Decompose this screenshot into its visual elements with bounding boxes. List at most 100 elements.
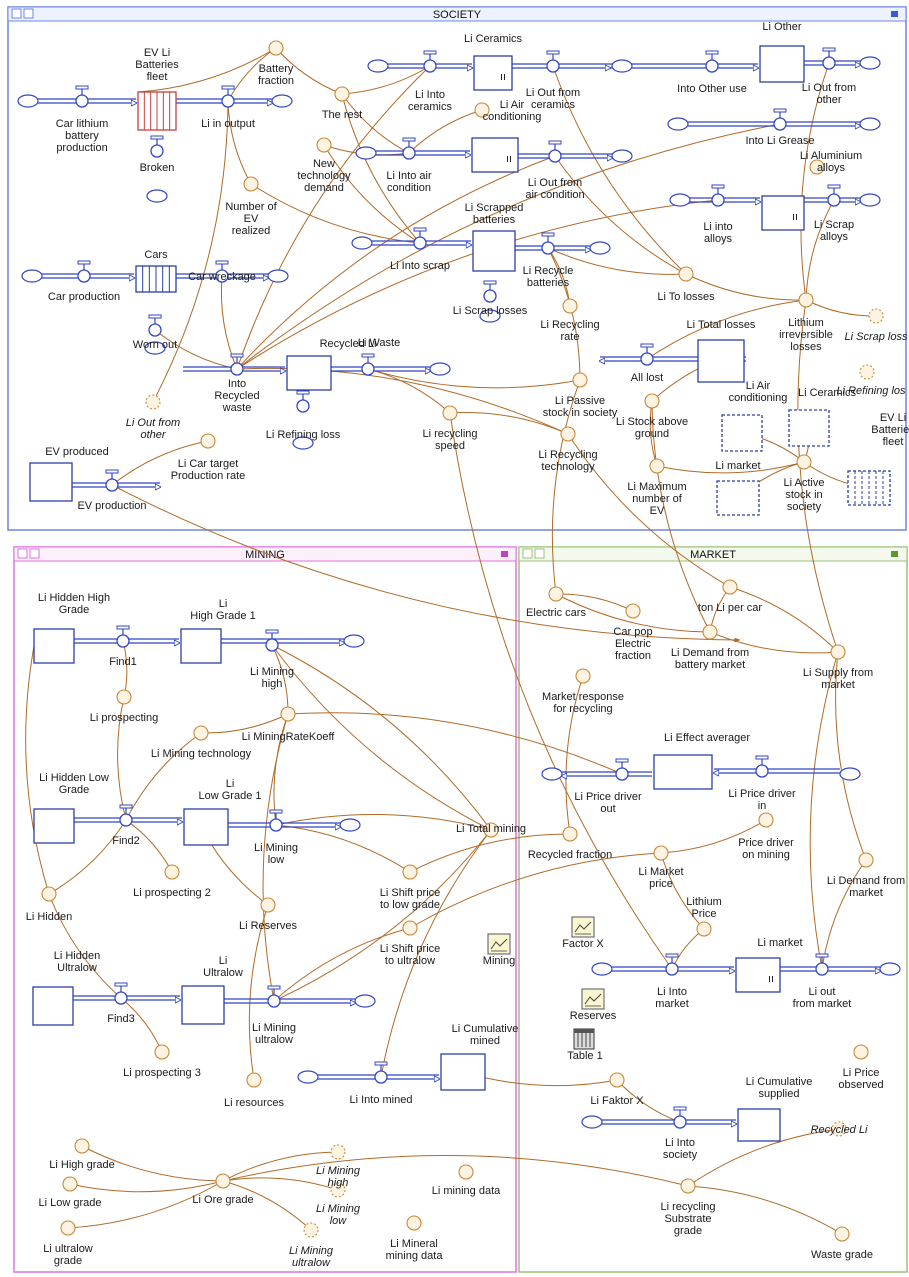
aux-resources[interactable] [246, 1072, 262, 1088]
flow-valve-out-market[interactable] [815, 953, 829, 976]
panel-market[interactable]: MARKET [518, 546, 908, 1273]
flow-valve-out-ceramics[interactable] [546, 50, 560, 73]
aux-faktor-x[interactable] [609, 1072, 625, 1088]
flow-valve-worn-out[interactable] [148, 314, 162, 337]
aux-price-observed[interactable] [853, 1044, 869, 1060]
flow-valve-into-alloys[interactable] [711, 184, 725, 207]
aux-lithium-irrev[interactable] [798, 292, 814, 308]
flow-valve-find3[interactable] [114, 982, 128, 1005]
flow-valve-into-market[interactable] [665, 953, 679, 976]
aux-num-ev[interactable] [243, 176, 259, 192]
aux-demand-battery[interactable] [702, 624, 718, 640]
flow-valve-all-lost[interactable] [640, 343, 654, 366]
flow-valve-into-grease[interactable] [773, 108, 787, 131]
aux-car-target[interactable] [200, 433, 216, 449]
aux-total-mining[interactable] [483, 822, 499, 838]
aux-stock-above[interactable] [644, 393, 660, 409]
aux-market-price[interactable] [653, 845, 669, 861]
stock-li-scrapped[interactable] [472, 230, 516, 272]
aux-ton-li-car[interactable] [722, 579, 738, 595]
flow-valve-refining-loss[interactable] [296, 390, 310, 413]
stock-hidden-high[interactable] [33, 628, 75, 664]
flow-valve-find2[interactable] [119, 804, 133, 827]
flow-valve-out-other[interactable] [822, 47, 836, 70]
stock-cum-supplied[interactable] [737, 1108, 781, 1142]
aux-g-mining-ultra[interactable] [303, 1222, 319, 1238]
flow-valve-recycled-li[interactable] [361, 353, 375, 376]
aux-shift-low[interactable] [402, 864, 418, 880]
panel-society[interactable]: SOCIETY [7, 6, 907, 531]
stock-hidden-ultra[interactable] [32, 986, 74, 1026]
flow-valve-into-other[interactable] [705, 50, 719, 73]
aux-li-to-losses[interactable] [678, 266, 694, 282]
aux-recycling-speed[interactable] [442, 405, 458, 421]
flow-valve-into-aircond[interactable] [402, 137, 416, 160]
stock-low1[interactable] [183, 808, 229, 846]
table1-table-icon[interactable]: Table 1 [567, 1028, 603, 1062]
aux-prospecting2[interactable] [164, 864, 180, 880]
aux-recycled-li-g[interactable] [831, 1121, 847, 1137]
aux-recycling-tech[interactable] [560, 426, 576, 442]
aux-price-on-mining[interactable] [758, 812, 774, 828]
stock-li-ceramics[interactable]: ıı [473, 55, 513, 91]
aux-supply-market[interactable] [830, 644, 846, 660]
aux-market-response[interactable] [575, 668, 591, 684]
aux-car-pop-frac[interactable] [625, 603, 641, 619]
stock-li-air[interactable]: ıı [471, 137, 519, 173]
flow-valve-mining-high[interactable] [265, 629, 279, 652]
flow-valve-mining-ultra[interactable] [267, 985, 281, 1008]
aux-scrap-loss[interactable] [868, 308, 884, 324]
aux-waste-grade[interactable] [834, 1226, 850, 1242]
flow-valve-into-ceramics[interactable] [423, 50, 437, 73]
aux-max-ev[interactable] [649, 458, 665, 474]
aux-prospecting3[interactable] [154, 1044, 170, 1060]
flow-valve-scrap-alloys[interactable] [827, 184, 841, 207]
flow-valve-car-prod[interactable] [77, 260, 91, 283]
flow-valve-out-aircond[interactable] [548, 140, 562, 163]
aux-demand-from-market[interactable] [858, 852, 874, 868]
flow-valve-scrap-losses[interactable] [483, 280, 497, 303]
aux-active-stock[interactable] [796, 454, 812, 470]
stock-ghost-air[interactable] [721, 414, 763, 452]
aux-recycling-substrate[interactable] [680, 1178, 696, 1194]
aux-mining-tech[interactable] [193, 725, 209, 741]
stock-effect-avg[interactable] [653, 754, 713, 790]
stock-li-alloys[interactable]: ıı [761, 195, 805, 231]
flow-valve-price-in[interactable] [755, 755, 769, 778]
factor-x-graph-graph-icon[interactable]: Factor X [562, 916, 604, 950]
aux-mining-data[interactable] [458, 1164, 474, 1180]
flow-valve-price-out[interactable] [615, 758, 629, 781]
stock-ultralow[interactable] [181, 985, 225, 1025]
flow-valve-recycle-batt[interactable] [541, 232, 555, 255]
aux-recycled-fraction[interactable] [562, 826, 578, 842]
flow-valve-into-recycled[interactable] [230, 353, 244, 376]
aux-new-tech[interactable] [316, 137, 332, 153]
aux-g-mining-high[interactable] [330, 1144, 346, 1160]
aux-battery-fraction[interactable] [268, 40, 284, 56]
stock-ghost-ceramics[interactable] [788, 409, 830, 447]
flow-valve-broken[interactable] [150, 135, 164, 158]
aux-lithium-price[interactable] [696, 921, 712, 937]
flow-valve-into-scrap[interactable] [413, 227, 427, 250]
aux-the-rest[interactable] [334, 86, 350, 102]
aux-low-grade[interactable] [62, 1176, 78, 1192]
mining-graph-graph-icon[interactable]: Mining [483, 933, 515, 967]
aux-hidden[interactable] [41, 886, 57, 902]
aux-high-grade[interactable] [74, 1138, 90, 1154]
stock-ghost-market[interactable] [716, 480, 760, 516]
aux-mining-rate-koeff[interactable] [280, 706, 296, 722]
aux-li-aluminium[interactable] [809, 159, 825, 175]
aux-electric-cars[interactable] [548, 586, 564, 602]
aux-passive-stock[interactable] [572, 372, 588, 388]
aux-ultralow-grade[interactable] [60, 1220, 76, 1236]
stock-li-other[interactable] [759, 45, 805, 83]
flow-valve-ev-production[interactable] [105, 469, 119, 492]
stock-ev-fleet[interactable] [137, 91, 177, 131]
flow-valve-into-mined[interactable] [374, 1061, 388, 1084]
stock-hidden-low[interactable] [33, 808, 75, 844]
aux-mineral-data[interactable] [406, 1215, 422, 1231]
reserves-graph-graph-icon[interactable]: Reserves [570, 988, 617, 1022]
aux-recycling-rate[interactable] [562, 298, 578, 314]
stock-li-market[interactable]: ıı [735, 957, 781, 993]
aux-prospecting[interactable] [116, 689, 132, 705]
